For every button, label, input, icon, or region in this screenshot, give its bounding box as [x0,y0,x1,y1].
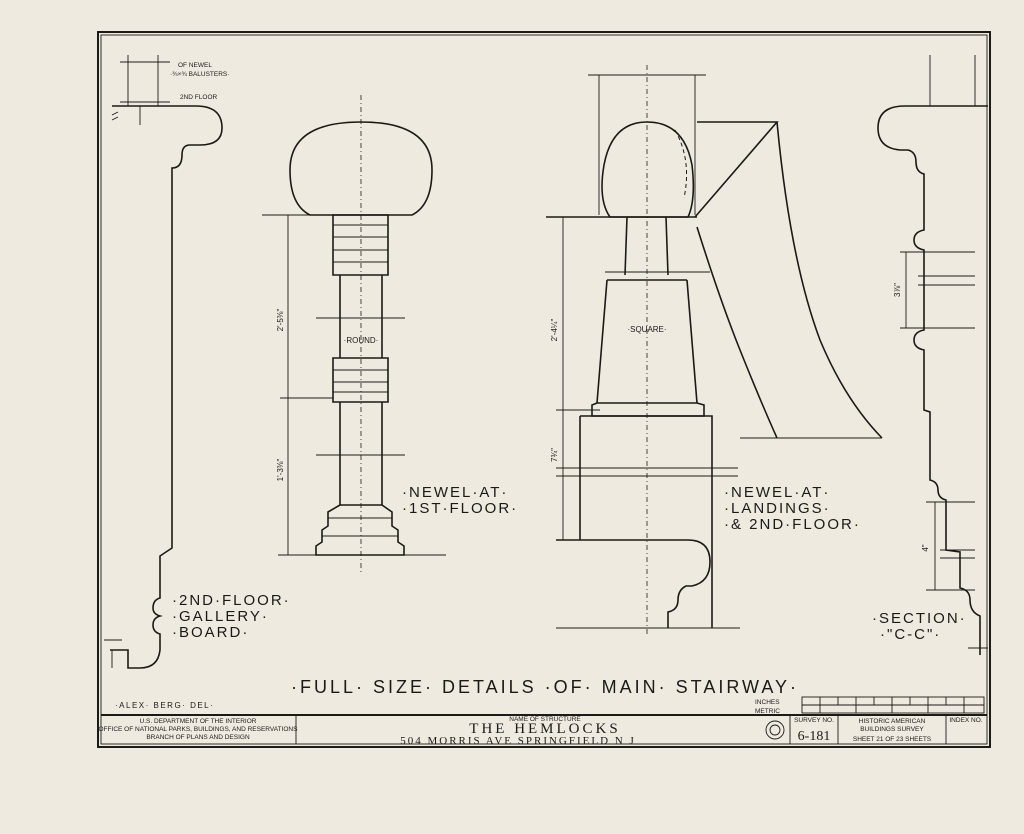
svg-text:·NEWEL·AT·: ·NEWEL·AT· [724,484,830,501]
svg-text:METRIC: METRIC [755,708,780,715]
index-caption: INDEX NO. [949,717,982,724]
of-newel-note: OF NEWEL [178,62,212,69]
seal-icon [765,720,785,740]
newel-first-floor [262,95,446,575]
svg-text:·LANDINGS·: ·LANDINGS· [724,500,831,517]
title-block [101,714,987,744]
agency-line-2: OFFICE OF NATIONAL PARKS, BUILDINGS, AND… [99,726,299,733]
second-floor-note: 2ND FLOOR [180,94,218,101]
svg-text:·1ST·FLOOR·: ·1ST·FLOOR· [402,500,518,517]
newel-first-floor-label: ·NEWEL·AT· ·1ST·FLOOR· [402,484,518,517]
habs-line-2: BUILDINGS SURVEY [860,726,924,733]
gallery-board-label: ·2ND·FLOOR· ·GALLERY· ·BOARD· [172,592,291,641]
agency-line-1: U.S. DEPARTMENT OF THE INTERIOR [140,718,257,725]
name-caption: NAME OF STRUCTURE [509,716,581,723]
section-lower-dim: 4" [921,544,930,551]
svg-text:·"C-C"·: ·"C-C"· [880,626,941,643]
newel-landings-label: ·NEWEL·AT· ·LANDINGS· ·& 2ND·FLOOR· [724,484,861,533]
round-label: ·ROUND· [344,336,379,345]
sheet-border-inner [100,34,988,745]
svg-text:·2ND·FLOOR·: ·2ND·FLOOR· [172,592,291,609]
section-c-c-profile [877,55,988,655]
svg-text:·NEWEL·AT·: ·NEWEL·AT· [402,484,508,501]
newel2-upper-dim: 2'-4¼" [550,319,559,342]
sheet-title: ·FULL· SIZE· DETAILS ·OF· MAIN· STAIRWAY… [291,677,799,697]
agency-line-3: BRANCH OF PLANS AND DESIGN [146,734,250,741]
svg-text:·GALLERY·: ·GALLERY· [172,608,269,625]
gallery-board-profile [104,55,223,669]
svg-text:·SECTION·: ·SECTION· [872,610,967,627]
section-label: ·SECTION· ·"C-C"· [872,610,967,643]
structure-address: 504 MORRIS AVE SPRINGFIELD N J [400,735,636,747]
section-upper-dim: 3⅞" [893,283,902,297]
newel2-lower-dim: 7¾" [550,448,559,462]
sheet-number: SHEET 21 OF 23 SHEETS [853,736,932,743]
survey-number: 6-181 [798,729,831,744]
structure-name: THE HEMLOCKS [469,721,620,737]
newel1-upper-dim: 2'-5⅜" [276,309,285,332]
sheet-border [97,31,991,748]
svg-text:·& 2ND·FLOOR·: ·& 2ND·FLOOR· [724,516,861,533]
balusters-note: ·¾×¾ BALUSTERS· [170,71,229,78]
delineator: ·ALEX· BERG· DEL· [115,701,214,710]
scale-bar: INCHES METRIC [755,696,985,715]
svg-text:·BOARD·: ·BOARD· [172,624,249,641]
survey-caption: SURVEY NO. [794,717,834,724]
square-label: ·SQUARE· [627,325,666,334]
svg-text:INCHES: INCHES [755,699,780,706]
newel-landings [546,65,883,635]
newel1-lower-dim: 1'-3⅜" [276,459,285,482]
habs-line-1: HISTORIC AMERICAN [859,718,926,725]
